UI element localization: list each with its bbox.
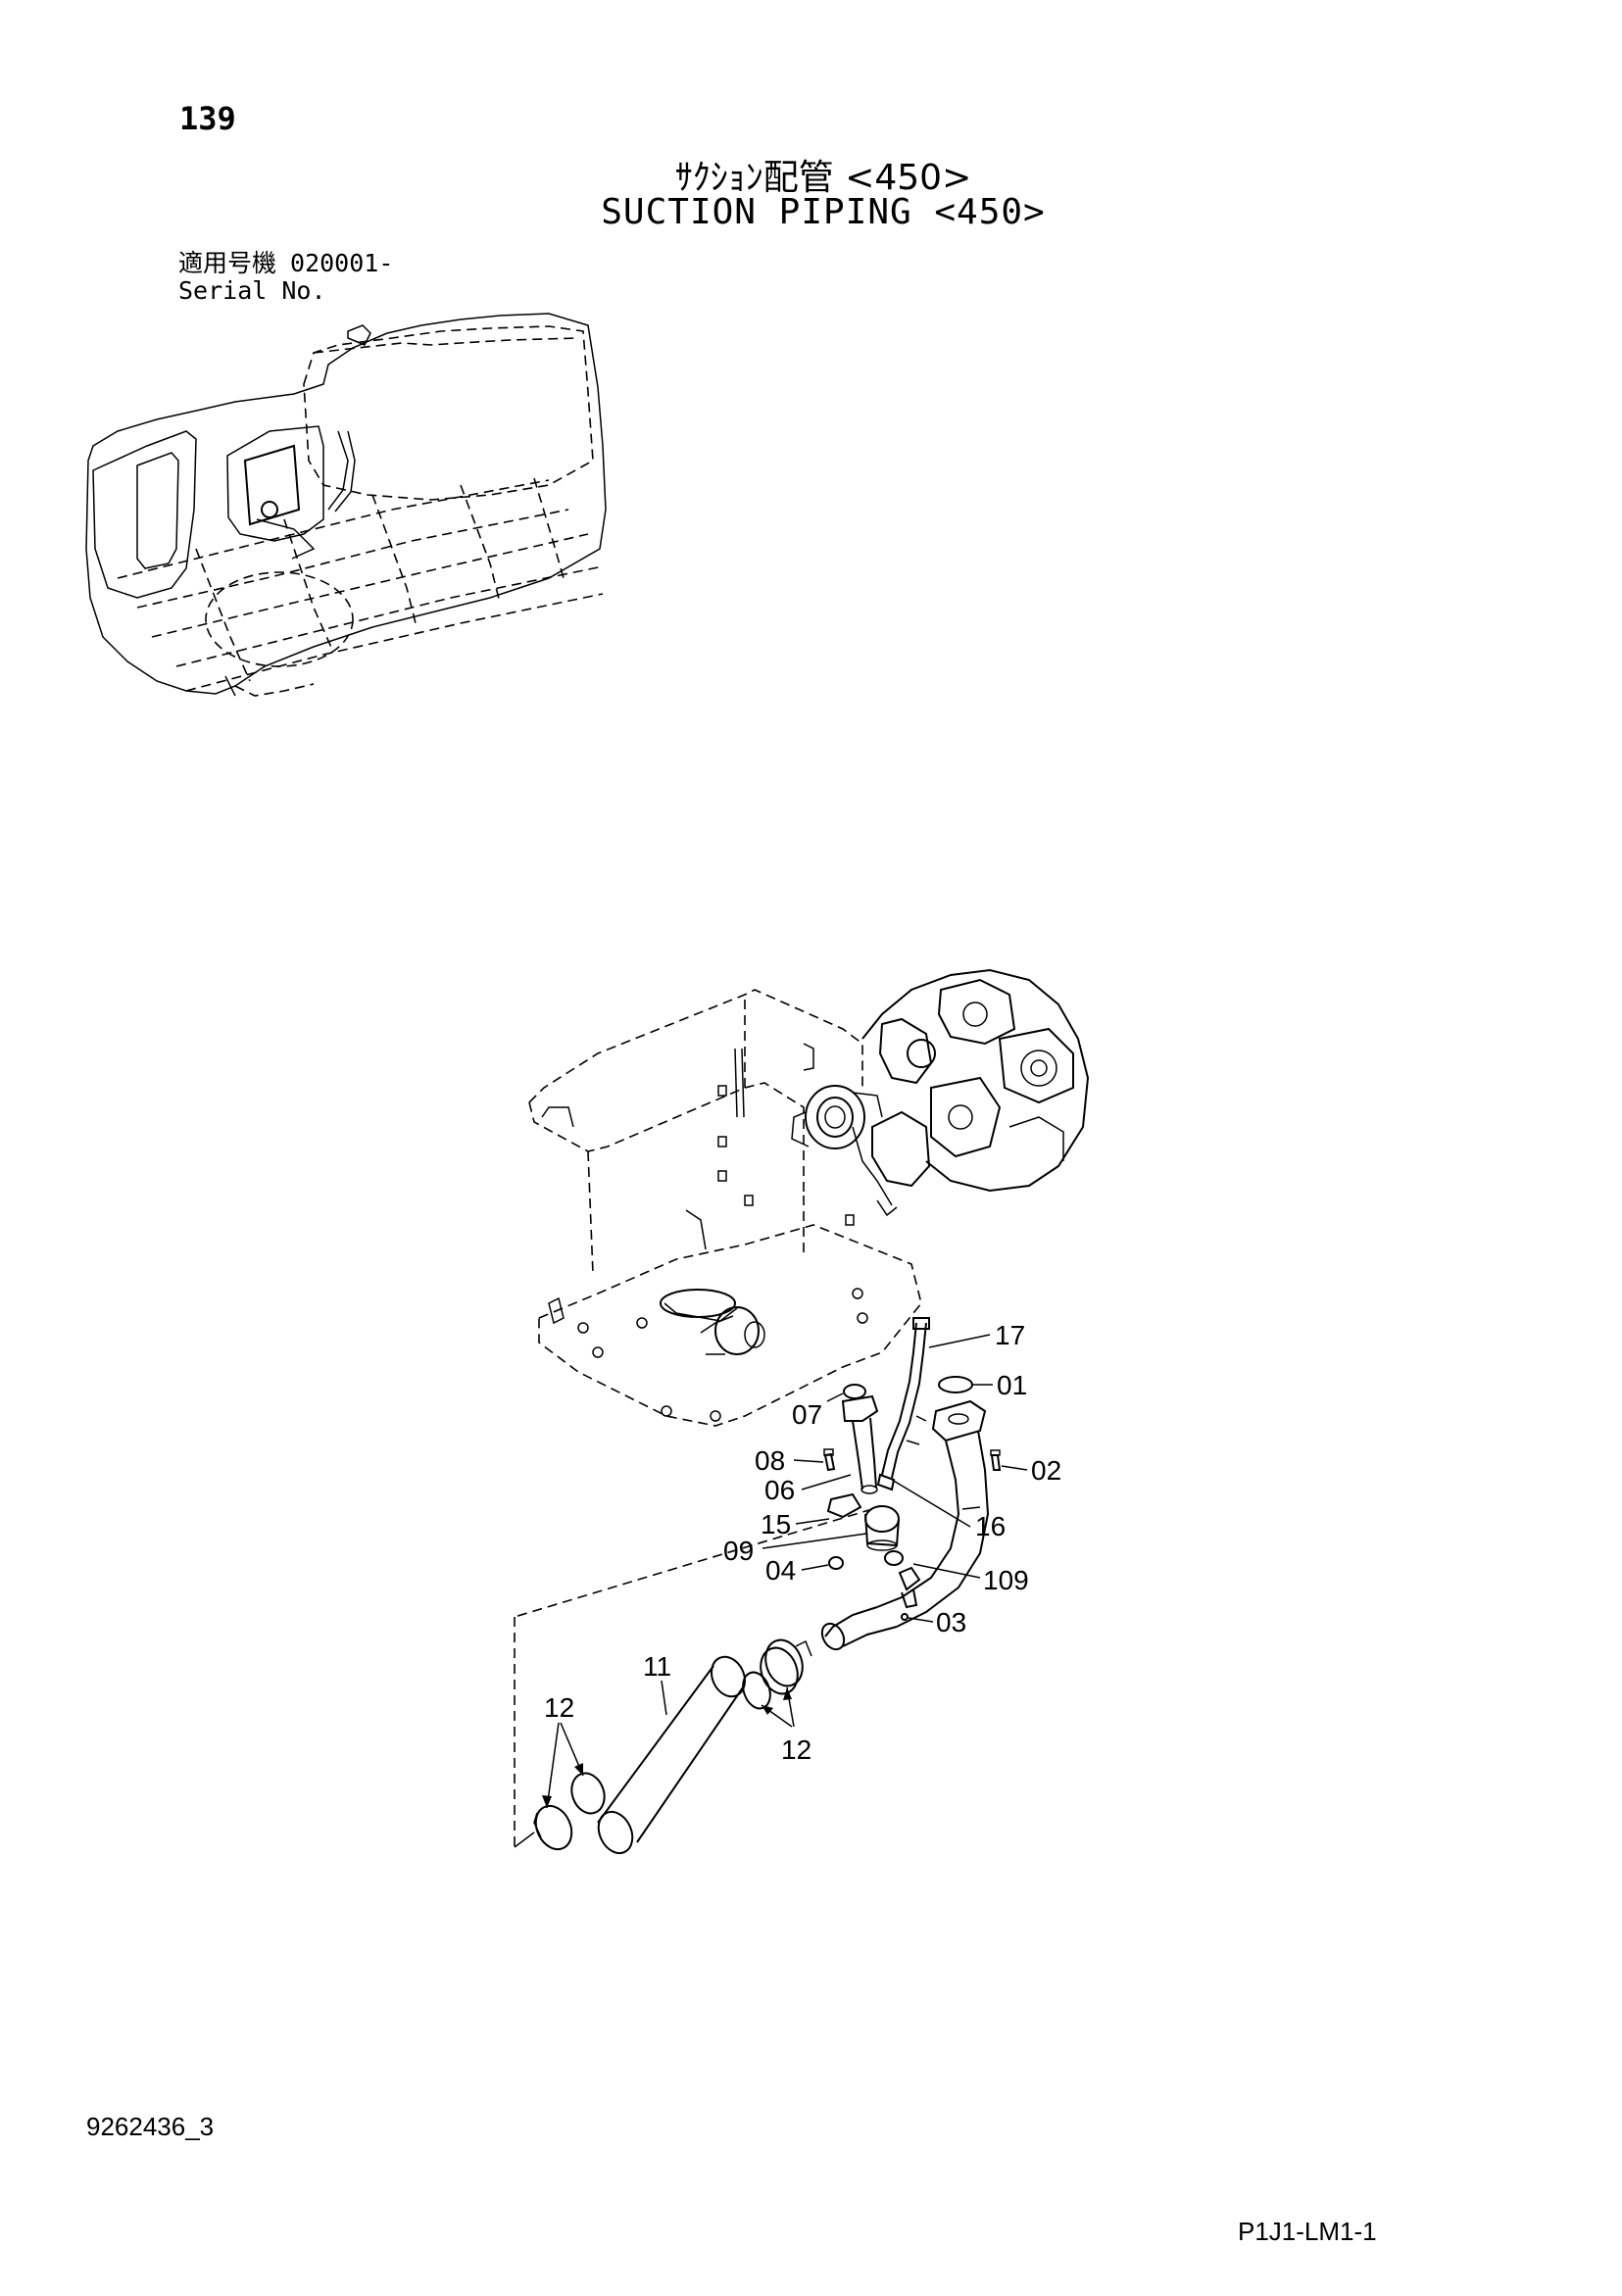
arrowhead — [542, 1795, 552, 1808]
leader-03 — [908, 1617, 934, 1623]
main-exploded-view — [514, 968, 1090, 1855]
leader-09 — [762, 1533, 867, 1549]
callout-label: 03 — [936, 1607, 966, 1637]
callout-label: 02 — [1031, 1455, 1061, 1486]
leader-04 — [801, 1564, 829, 1571]
serial-applicability: 適用号機 020001- Serial No. — [178, 250, 393, 305]
leader-109 — [912, 1563, 981, 1579]
callout-label: 12 — [544, 1692, 574, 1723]
callout-label: 109 — [983, 1565, 1029, 1595]
leader-11 — [661, 1680, 667, 1716]
arrowhead — [762, 1705, 773, 1715]
arrowhead — [574, 1763, 583, 1776]
arrowhead — [783, 1687, 792, 1700]
title-japanese: ｻｸｼｮﾝ配管 <450> — [674, 158, 972, 198]
callout-label: 08 — [755, 1445, 785, 1476]
leader-06 — [801, 1474, 852, 1490]
drawing-code: 9262436_3 — [86, 2112, 215, 2141]
callout-label: 15 — [761, 1509, 791, 1539]
callout-label: 09 — [723, 1536, 754, 1566]
leader-16 — [891, 1479, 971, 1528]
sheet-code: P1J1-LM1-1 — [1238, 2217, 1377, 2246]
overview-machine-drawing — [85, 313, 607, 697]
callout-label: 04 — [765, 1555, 796, 1586]
applicable-label-ja: 適用号機 — [178, 249, 277, 277]
title-english: SUCTION PIPING <450> — [601, 192, 1046, 232]
callout-label: 16 — [975, 1511, 1006, 1541]
serial-label-en: Serial No. — [178, 276, 326, 305]
callout-label: 07 — [792, 1399, 822, 1430]
callout-label: 01 — [997, 1370, 1027, 1400]
serial-value: 020001- — [290, 249, 394, 277]
leader-07 — [826, 1392, 844, 1402]
leader-17 — [928, 1334, 991, 1348]
callouts: 17 01 07 08 02 06 16 15 09 109 04 03 — [542, 1320, 1061, 1809]
callout-label: 11 — [643, 1651, 671, 1682]
callout-label: 17 — [995, 1320, 1025, 1350]
leader-12-left-a — [546, 1722, 560, 1809]
callout-label: 06 — [764, 1475, 795, 1505]
page-number: 139 — [179, 100, 236, 137]
leader-02 — [1001, 1465, 1028, 1471]
callout-label: 12 — [781, 1734, 811, 1765]
leader-15 — [795, 1518, 830, 1525]
leader-08 — [793, 1459, 824, 1463]
